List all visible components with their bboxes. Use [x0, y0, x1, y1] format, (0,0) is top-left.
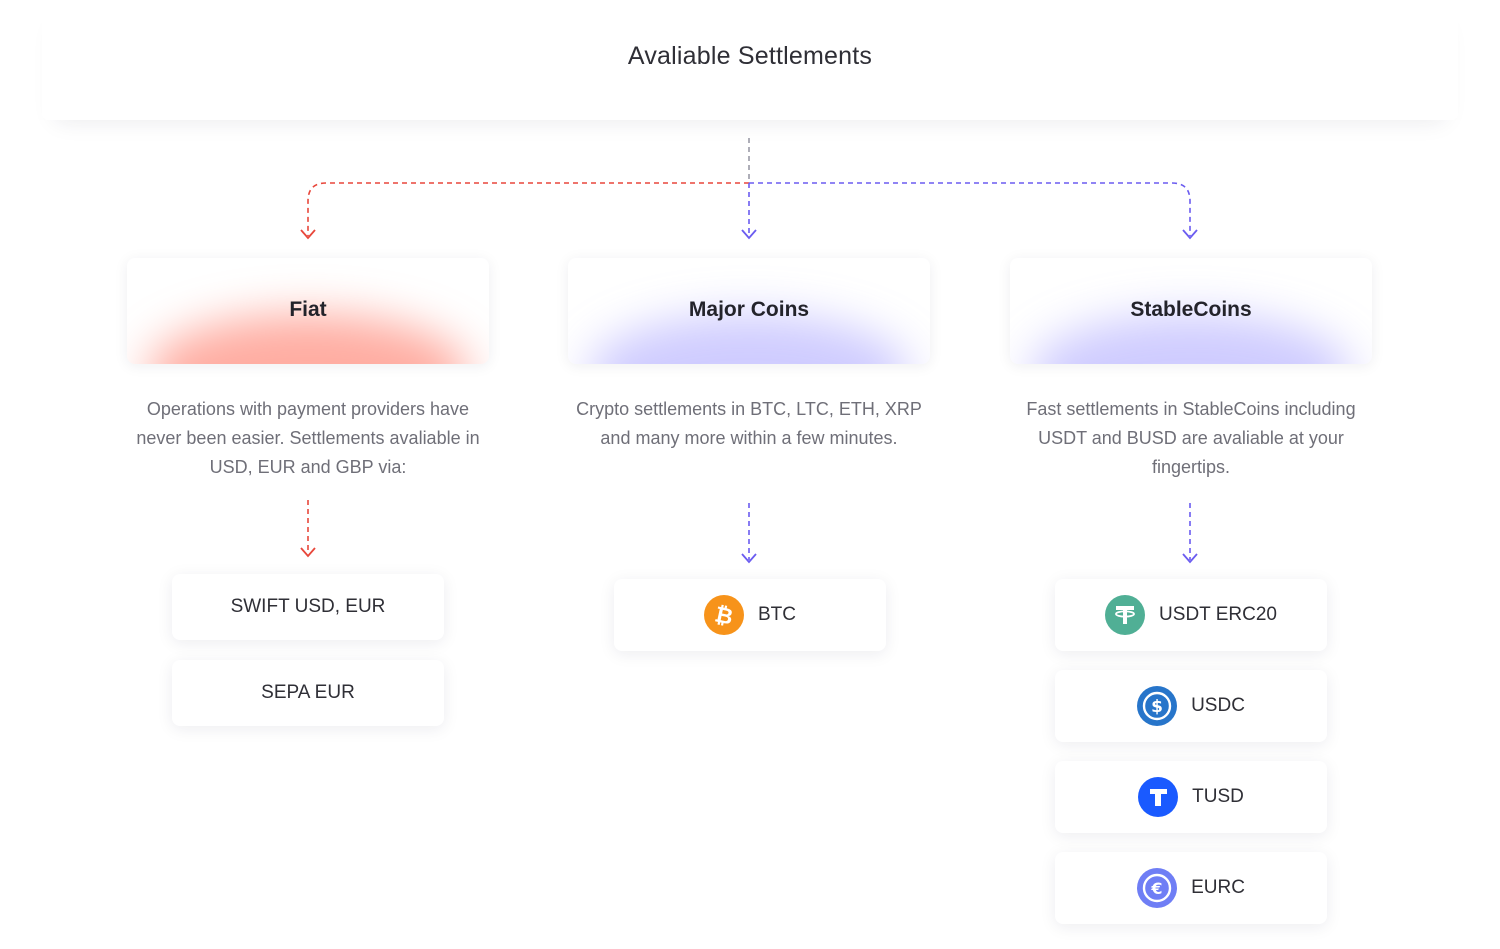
- card-title-major-coins: Major Coins: [688, 298, 810, 321]
- settlement-item-label: SWIFT USD, EUR: [230, 596, 386, 617]
- card-title-stablecoins: StableCoins: [1130, 298, 1252, 321]
- fiat-arrowhead-icon: [300, 229, 316, 240]
- major-items-arrowhead-icon: [741, 553, 757, 564]
- settlement-item-btc: ₿ BTC: [614, 579, 886, 651]
- usdc-icon: $: [1137, 686, 1178, 726]
- settlement-item-label: EURC: [1191, 877, 1245, 898]
- settlement-item-label: BTC: [758, 604, 796, 625]
- stable-arrowhead-icon: [1182, 229, 1198, 240]
- settlement-item-swift: SWIFT USD, EUR: [172, 574, 444, 640]
- svg-text:₿: ₿: [713, 602, 735, 628]
- tether-icon: [1105, 595, 1146, 635]
- settlement-item-tusd: TUSD: [1055, 761, 1327, 833]
- bitcoin-icon: ₿: [704, 595, 744, 635]
- fiat-items-arrowhead-icon: [300, 547, 316, 558]
- page-title: Avaliable Settlements: [627, 42, 873, 70]
- settlement-item-label: TUSD: [1192, 786, 1244, 807]
- settlement-item-usdc: $ USDC: [1055, 670, 1327, 742]
- eurc-icon: €: [1137, 868, 1178, 908]
- settlement-item-label: USDT ERC20: [1159, 604, 1277, 625]
- stable-branch-connector: [749, 182, 1191, 236]
- description-fiat: Operations with payment providers have n…: [136, 399, 480, 477]
- card-stablecoins: StableCoins: [1010, 258, 1372, 364]
- settlement-item-label: USDC: [1191, 695, 1245, 716]
- svg-text:€: €: [1151, 879, 1163, 898]
- settlement-item-eurc: € EURC: [1055, 852, 1327, 924]
- card-fiat: Fiat: [127, 258, 489, 364]
- settlement-item-usdt: USDT ERC20: [1055, 579, 1327, 651]
- tusd-icon: [1138, 777, 1179, 817]
- svg-text:$: $: [1151, 697, 1163, 717]
- fiat-branch-connector: [307, 182, 749, 236]
- settlement-item-label: SEPA EUR: [261, 682, 355, 703]
- description-stablecoins: Fast settlements in StableCoins includin…: [1026, 399, 1356, 477]
- stable-items-arrowhead-icon: [1182, 553, 1198, 564]
- major-arrowhead-icon: [741, 229, 757, 240]
- card-title-fiat: Fiat: [289, 298, 327, 321]
- header-panel: Avaliable Settlements: [42, 0, 1458, 120]
- card-major-coins: Major Coins: [568, 258, 930, 364]
- settlement-item-sepa: SEPA EUR: [172, 660, 444, 726]
- description-major-coins: Crypto settlements in BTC, LTC, ETH, XRP…: [576, 399, 922, 448]
